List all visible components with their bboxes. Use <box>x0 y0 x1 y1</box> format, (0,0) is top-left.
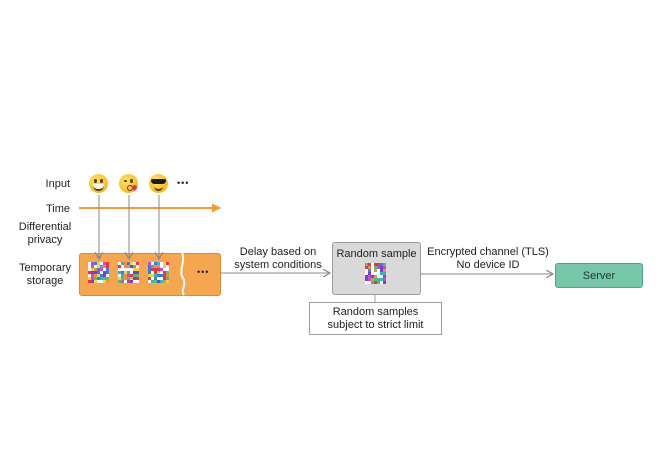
temporary-storage-line2: storage <box>26 275 64 287</box>
delay-label-line1: Delay based on <box>239 246 317 258</box>
grinning-face-emoji <box>89 174 108 193</box>
more-storage-ellipsis: ••• <box>197 267 210 277</box>
noised-data-icon <box>88 262 109 283</box>
delay-label: Delay based on system conditions <box>226 246 330 272</box>
sample-limit-label: Random samples subject to strict limit <box>309 306 442 332</box>
encrypted-channel-label: Encrypted channel (TLS) No device ID <box>420 246 556 272</box>
differential-privacy-line2: privacy <box>27 234 63 246</box>
differential-privacy-label: Differential privacy <box>10 221 80 247</box>
storage-break-mark <box>180 251 186 296</box>
sample-limit-box <box>309 302 442 335</box>
server-box: Server <box>555 263 643 288</box>
noised-data-icon <box>365 263 386 284</box>
sample-limit-line2: subject to strict limit <box>327 319 424 331</box>
face-blowing-kiss-emoji <box>119 174 139 193</box>
sample-limit-line1: Random samples <box>332 306 419 318</box>
random-sample-label: Random sample <box>336 248 417 260</box>
encrypted-channel-line1: Encrypted channel (TLS) <box>427 246 549 258</box>
temporary-storage-label: Temporary storage <box>12 262 78 288</box>
server-label: Server <box>582 269 616 282</box>
encrypted-channel-line2: No device ID <box>456 259 520 271</box>
temporary-storage-line1: Temporary <box>19 262 71 274</box>
noised-data-icon <box>148 262 169 283</box>
noised-data-icon <box>118 262 139 283</box>
differential-privacy-line1: Differential <box>18 221 72 233</box>
smiling-face-with-sunglasses-emoji <box>149 174 168 193</box>
delay-label-line2: system conditions <box>234 259 322 271</box>
input-label: Input <box>45 178 70 190</box>
time-label: Time <box>45 203 70 215</box>
more-inputs-ellipsis: ••• <box>177 178 190 188</box>
